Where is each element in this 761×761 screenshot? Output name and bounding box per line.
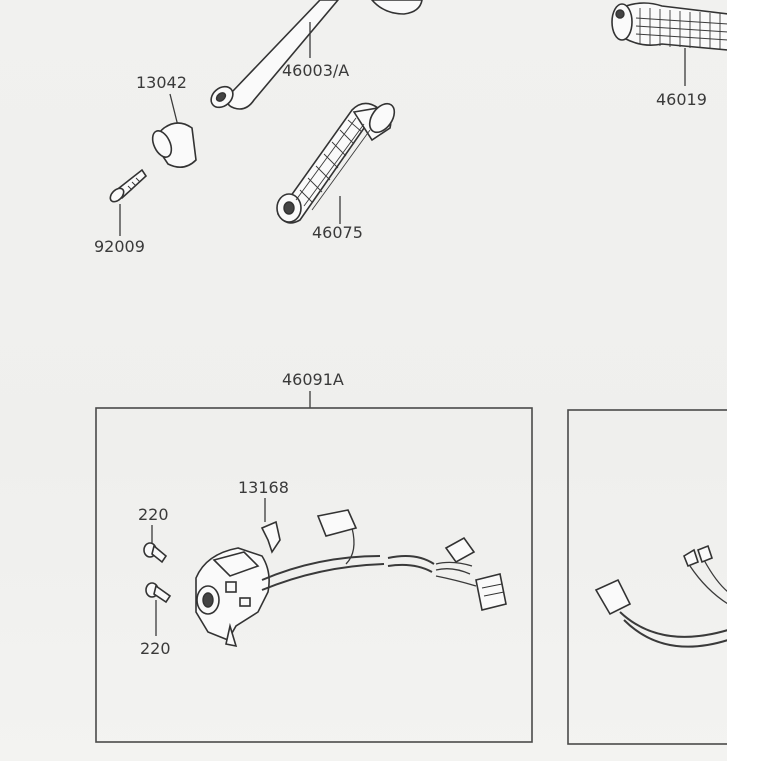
screw-92009 (109, 168, 148, 203)
label-220-bottom: 220 (140, 639, 171, 658)
leader-13042 (169, 93, 179, 127)
left-grip (276, 102, 396, 224)
label-46003a: 46003/A (282, 61, 349, 80)
label-46075: 46075 (312, 223, 363, 242)
throttle-tube (210, 0, 423, 110)
cable-guide-13168 (260, 520, 281, 554)
label-46019: 46019 (656, 90, 707, 109)
right-assembly-frame (567, 409, 761, 745)
switch-assembly-frame (95, 407, 533, 743)
label-220-top: 220 (138, 505, 169, 524)
switch-wiring-harness (261, 509, 507, 611)
label-46091a: 46091A (282, 370, 344, 389)
switch-housing (195, 547, 270, 648)
screw-220-bottom (145, 582, 172, 604)
label-13168: 13168 (238, 478, 289, 497)
label-92009: 92009 (94, 237, 145, 256)
bar-end-weight (151, 122, 197, 168)
right-grip (611, 2, 729, 51)
label-13042: 13042 (136, 73, 187, 92)
screw-220-top (143, 542, 168, 564)
right-switch-harness (594, 544, 729, 648)
